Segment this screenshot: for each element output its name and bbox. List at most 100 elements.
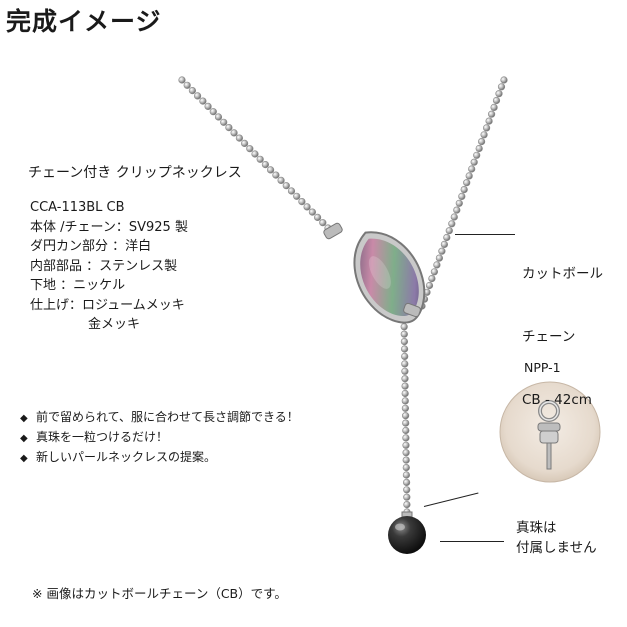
- chain-bead: [261, 161, 270, 169]
- chain-bead: [277, 176, 285, 184]
- chain-bead: [453, 206, 461, 214]
- chain-leader-line: [455, 234, 515, 235]
- chain-right: [418, 76, 508, 310]
- feature-item: ◆ 前で留められて、服に合わせて長さ調節できる！: [20, 408, 299, 428]
- chain-bead: [314, 213, 322, 221]
- chain-bead: [287, 187, 296, 195]
- diamond-bullet-icon: ◆: [20, 433, 28, 444]
- spec-finish-gold: 金メッキ: [88, 317, 141, 332]
- chain-bead: [251, 150, 259, 158]
- chain-bead: [401, 345, 409, 353]
- chain-bead: [430, 268, 439, 276]
- spec-material: 本体 /チェーン：SV925 製: [30, 219, 188, 235]
- chain-bead: [402, 441, 410, 449]
- chain-bead: [460, 186, 468, 194]
- npp-callout: NPP-1: [524, 360, 561, 375]
- spec-list: CCA-113BL CB 本体 /チェーン：SV925 製 ダ円カン部分 ：洋白…: [30, 198, 188, 335]
- chain-bead: [463, 179, 471, 187]
- pearl-callout-line: 真珠は: [516, 520, 557, 536]
- chain-bead: [282, 182, 290, 190]
- chain-bead: [458, 192, 466, 200]
- chain-bead: [465, 172, 473, 180]
- spec-model: CCA-113BL CB: [30, 200, 125, 215]
- chain-bead: [455, 199, 463, 207]
- chain-drop: [400, 308, 411, 516]
- chain-bead: [401, 389, 409, 398]
- chain-bead: [440, 240, 449, 248]
- chain-bead: [272, 171, 280, 179]
- chain-bead: [402, 412, 410, 420]
- feature-text: 前で留められて、服に合わせて長さ調節できる！: [36, 410, 299, 424]
- chain-bead: [445, 227, 453, 235]
- feature-text: 真珠を一粒つけるだけ！: [36, 430, 169, 444]
- chain-bead: [500, 76, 508, 84]
- chain-bead: [428, 275, 436, 283]
- chain-bead: [403, 486, 411, 494]
- footnote: ※ 画像はカットボールチェーン（CB）です。: [32, 586, 287, 601]
- pearl-callout-line: 付属しません: [516, 540, 597, 556]
- chain-bead: [402, 434, 410, 442]
- spec-base: 下地 ：ニッケル: [30, 278, 126, 293]
- chain-bead: [401, 360, 409, 368]
- chain-bead: [246, 145, 254, 153]
- chain-bead: [199, 97, 207, 105]
- chain-bead: [475, 144, 483, 153]
- chain-bead: [470, 158, 478, 166]
- chain-bead: [401, 382, 409, 390]
- pendant-clasp: [323, 222, 426, 324]
- chain-bead: [485, 117, 493, 125]
- chain-bead: [448, 220, 456, 228]
- chain-bead: [480, 131, 488, 139]
- chain-bead: [443, 233, 451, 242]
- chain-bead: [450, 213, 458, 221]
- spec-finish: 仕上げ：ロジュームメッキ: [30, 297, 185, 313]
- chain-bead: [433, 261, 441, 269]
- chain-bead: [401, 375, 409, 383]
- page-title: 完成イメージ: [6, 7, 162, 36]
- chain-bead: [468, 165, 476, 173]
- chain-bead: [403, 501, 411, 509]
- feature-item: ◆ 真珠を一粒つけるだけ！: [20, 428, 299, 448]
- chain-bead: [256, 155, 264, 163]
- chain-left: [178, 76, 332, 232]
- chain-bead: [438, 247, 446, 255]
- chain-bead: [401, 397, 409, 405]
- feature-list: ◆ 前で留められて、服に合わせて長さ調節できる！ ◆ 真珠を一粒つけるだけ！ ◆…: [20, 408, 299, 468]
- chain-bead: [204, 102, 212, 110]
- chain-bead: [473, 151, 481, 159]
- chain-bead: [267, 166, 275, 174]
- chain-bead: [188, 86, 196, 95]
- chain-bead: [400, 338, 409, 346]
- chain-bead: [401, 352, 409, 361]
- chain-bead: [495, 90, 503, 98]
- chain-bead: [400, 323, 408, 331]
- pearl-leader-line: [440, 541, 504, 542]
- chain-bead: [402, 464, 410, 472]
- chain-bead: [194, 92, 202, 100]
- chain-bead: [492, 96, 501, 105]
- chain-bead: [220, 118, 228, 126]
- feature-item: ◆ 新しいパールネックレスの提案。: [20, 448, 299, 468]
- npp-bubble: [499, 381, 601, 483]
- chain-bead: [298, 198, 306, 206]
- chain-bead: [402, 471, 411, 479]
- chain-bead: [319, 219, 327, 227]
- diamond-bullet-icon: ◆: [20, 453, 28, 464]
- chain-callout-line: チェーン: [522, 329, 576, 345]
- chain-bead: [401, 367, 409, 375]
- chain-bead: [435, 254, 444, 262]
- chain-bead: [402, 419, 410, 427]
- chain-bead: [490, 103, 498, 111]
- black-pearl: [388, 511, 426, 554]
- chain-bead: [214, 113, 223, 121]
- chain-bead: [293, 192, 301, 200]
- chain-bead: [178, 76, 186, 84]
- chain-bead: [183, 81, 191, 89]
- chain-bead: [497, 83, 506, 91]
- chain-bead: [402, 426, 410, 435]
- chain-bead: [403, 478, 411, 487]
- chain-bead: [400, 330, 408, 338]
- chain-bead: [483, 124, 491, 132]
- chain-callout-line: カットボール: [522, 266, 603, 282]
